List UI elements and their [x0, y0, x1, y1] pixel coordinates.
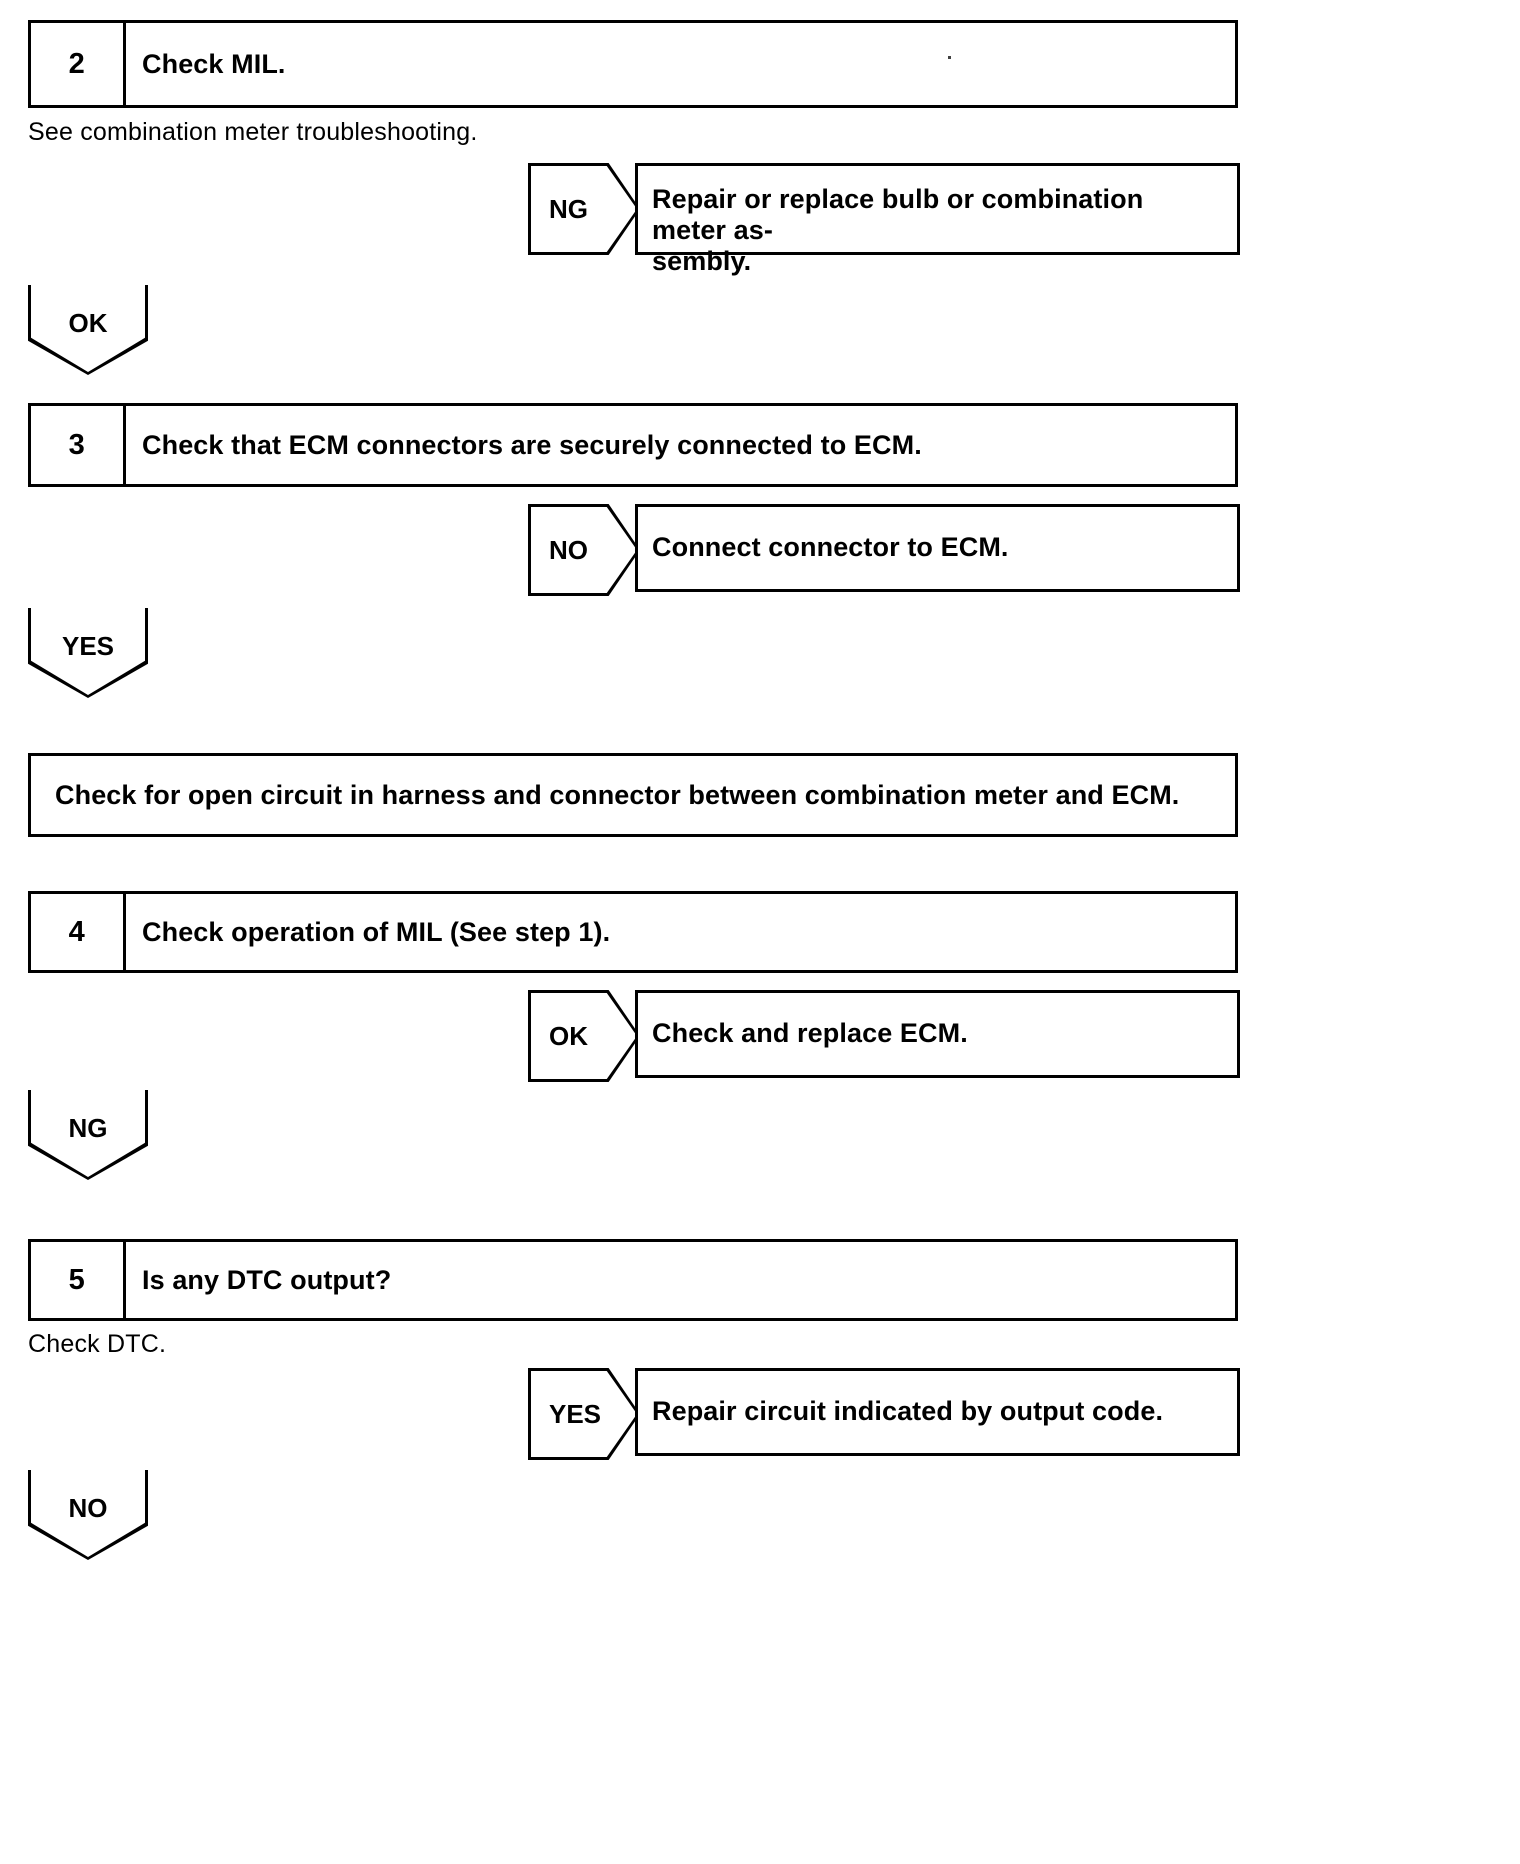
result-box-step3: Connect connector to ECM.: [635, 504, 1240, 592]
flow-arrow-ok-step2: OK: [28, 285, 148, 375]
step-note-2: See combination meter troubleshooting.: [28, 118, 478, 146]
branch-arrow-label-no-step3: NO: [531, 507, 637, 593]
step-note-5: Check DTC.: [28, 1330, 167, 1358]
step-number-2: 2: [31, 23, 126, 105]
flow-arrow-label-ng-step4: NG: [31, 1090, 145, 1177]
standalone-instruction-box: Check for open circuit in harness and co…: [28, 753, 1238, 837]
flow-arrow-yes-step3: YES: [28, 608, 148, 698]
step-number-5: 5: [31, 1242, 126, 1318]
branch-arrow-no-step3: NO: [528, 504, 640, 596]
branch-arrow-ng-step2: NG: [528, 163, 640, 255]
result-box-step4: Check and replace ECM.: [635, 990, 1240, 1078]
step-box-3: 3 Check that ECM connectors are securely…: [28, 403, 1238, 487]
step-title-2: Check MIL.: [142, 48, 286, 79]
step-title-4: Check operation of MIL (See step 1).: [142, 916, 611, 947]
result-text-step4: Check and replace ECM.: [652, 1018, 968, 1049]
step-box-2: 2 Check MIL.: [28, 20, 1238, 108]
step-title-5: Is any DTC output?: [142, 1264, 392, 1295]
step-title-3: Check that ECM connectors are securely c…: [142, 429, 922, 460]
result-text-step3: Connect connector to ECM.: [652, 532, 1009, 563]
standalone-instruction-text: Check for open circuit in harness and co…: [55, 779, 1180, 810]
result-box-step2: Repair or replace bulb or combination me…: [635, 163, 1240, 276]
step-number-4: 4: [31, 894, 126, 970]
step-box-4: 4 Check operation of MIL (See step 1).: [28, 891, 1238, 973]
result-text-step2: Repair or replace bulb or combination me…: [652, 184, 1223, 277]
result-box-step5: Repair circuit indicated by output code.: [635, 1368, 1240, 1456]
branch-arrow-label-ng-step2: NG: [531, 166, 637, 252]
result-text-step5: Repair circuit indicated by output code.: [652, 1396, 1164, 1427]
flow-arrow-label-ok-step2: OK: [31, 285, 145, 372]
result-text-line1: Repair or replace bulb or combination me…: [652, 184, 1144, 246]
branch-arrow-yes-step5: YES: [528, 1368, 640, 1460]
result-text-line2: sembly.: [652, 246, 752, 277]
step-number-3: 3: [31, 406, 126, 484]
branch-arrow-ok-step4: OK: [528, 990, 640, 1082]
scan-speck: [948, 56, 951, 59]
flow-arrow-no-step5: NO: [28, 1470, 148, 1560]
flow-arrow-label-no-step5: NO: [31, 1470, 145, 1557]
flow-arrow-label-yes-step3: YES: [31, 608, 145, 695]
branch-arrow-label-ok-step4: OK: [531, 993, 637, 1079]
step-box-5: 5 Is any DTC output?: [28, 1239, 1238, 1321]
branch-arrow-label-yes-step5: YES: [531, 1371, 637, 1457]
flow-arrow-ng-step4: NG: [28, 1090, 148, 1180]
